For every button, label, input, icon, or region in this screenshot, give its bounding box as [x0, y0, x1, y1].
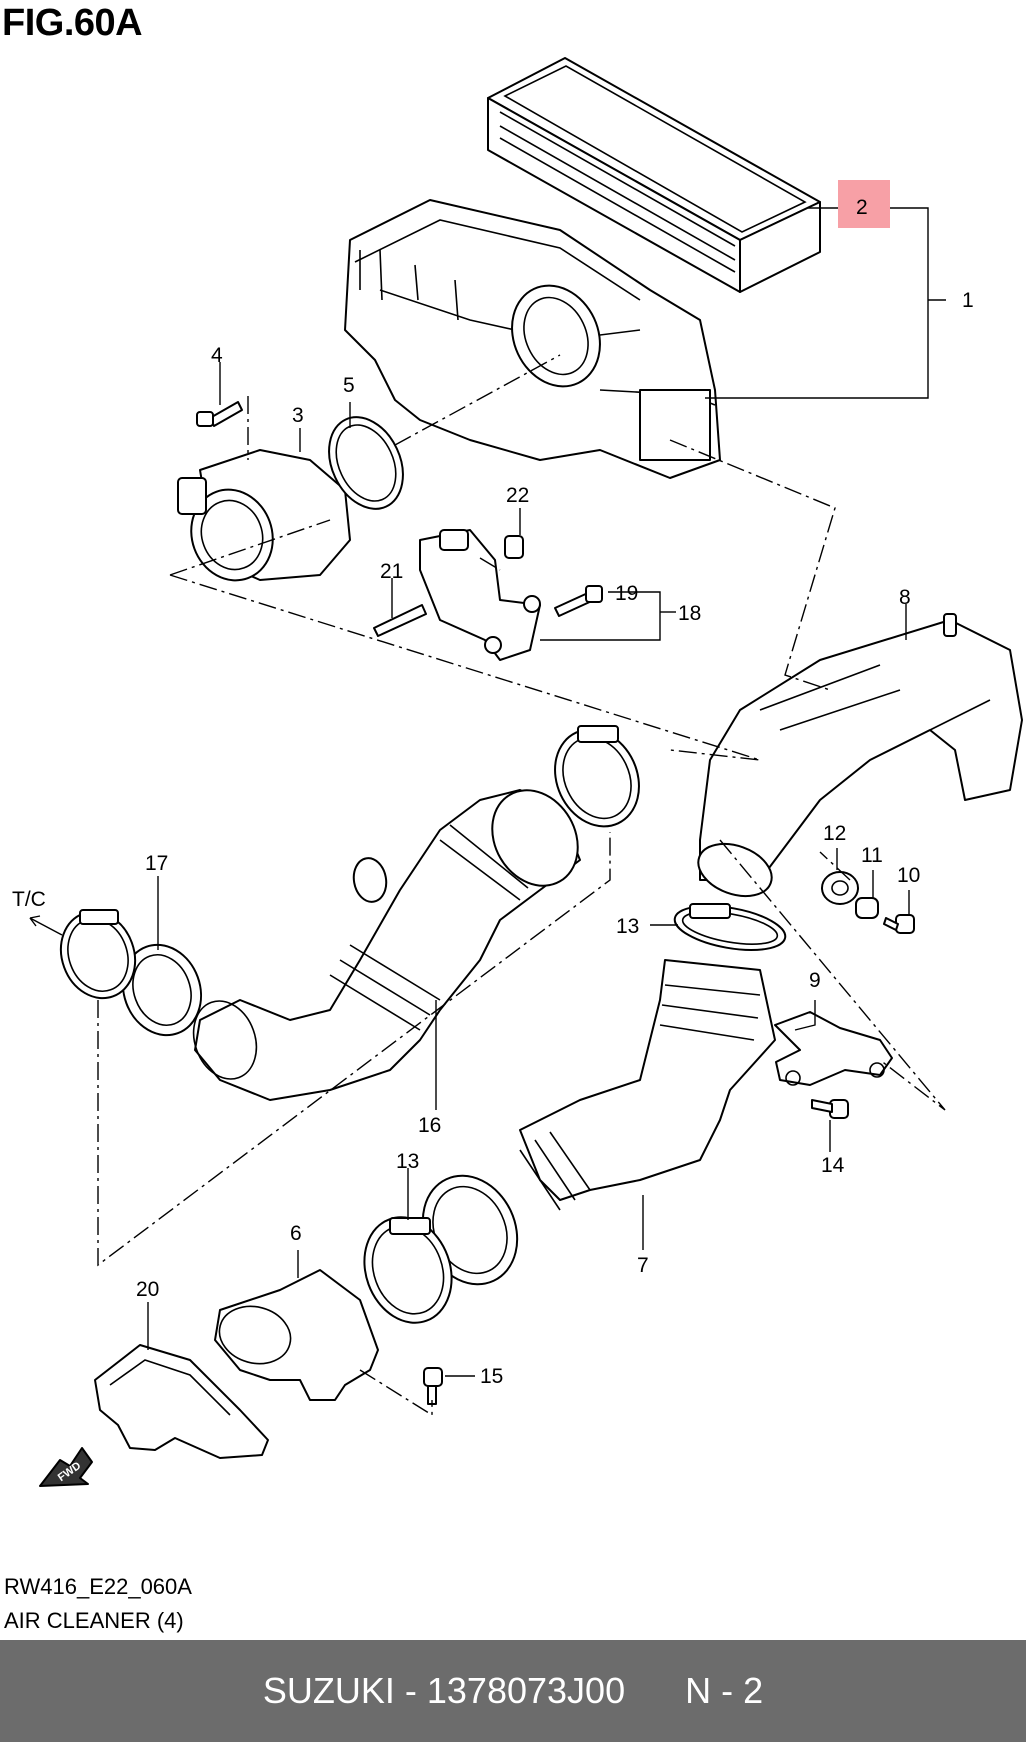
footer-bar: SUZUKI - 1378073J00 N - 2	[0, 1640, 1026, 1742]
callout-10: 10	[897, 864, 920, 887]
screw-4	[196, 401, 243, 427]
bracket-9	[774, 1011, 893, 1086]
bracket-18	[419, 529, 541, 661]
hose-clamp-13-lower	[363, 1216, 453, 1324]
figure-code: RW416_E22_060A	[4, 1574, 192, 1599]
callout-22: 22	[506, 484, 529, 507]
grommet-12	[821, 871, 859, 905]
footer-ref: N - 2	[685, 1670, 764, 1711]
hose-clamp-tc	[59, 909, 137, 1000]
hose-clamp-upper-16	[554, 725, 640, 828]
tc-arrow-icon	[29, 915, 63, 936]
intake-hose-16	[192, 789, 581, 1101]
callout-15: 15	[480, 1365, 503, 1388]
callout-13-upper: 13	[616, 915, 639, 938]
callout-11: 11	[861, 844, 883, 867]
callout-12: 12	[823, 822, 846, 845]
air-guide-20	[94, 1344, 269, 1459]
airflow-meter	[177, 449, 351, 582]
bolt-19	[554, 585, 603, 617]
callout-18: 18	[678, 602, 701, 625]
callout-19: 19	[615, 582, 638, 605]
callout-14: 14	[821, 1154, 845, 1177]
footer-part-number: 1378073J00	[426, 1670, 626, 1711]
callout-3: 3	[292, 404, 304, 427]
bolt-15	[423, 1367, 443, 1405]
nut-22	[504, 535, 524, 559]
hose-clamp-13-upper	[673, 903, 787, 951]
callout-2-highlight	[838, 180, 890, 228]
figure-title: FIG.60A	[2, 2, 143, 44]
fwd-arrow-icon	[39, 1447, 93, 1487]
stud-21	[373, 604, 427, 637]
callout-6: 6	[290, 1222, 302, 1245]
callout-21: 21	[380, 560, 403, 583]
callout-17: 17	[145, 852, 168, 875]
intake-duct-6	[214, 1269, 379, 1401]
callout-8: 8	[899, 586, 911, 609]
callout-4: 4	[211, 344, 223, 367]
air-filter-element	[487, 57, 821, 293]
callout-5: 5	[343, 374, 355, 397]
callout-9: 9	[809, 969, 821, 992]
callout-2: 2	[856, 196, 868, 219]
o-ring-5	[328, 416, 404, 510]
air-cleaner-case	[344, 199, 721, 479]
callout-16: 16	[418, 1114, 441, 1137]
tc-label: T/C	[12, 888, 46, 911]
figure-name: AIR CLEANER (4)	[4, 1608, 184, 1633]
seal-ring-17	[121, 943, 203, 1037]
collar-11	[855, 897, 879, 919]
bolt-10	[883, 914, 915, 934]
footer-text: SUZUKI - 1378073J00 N - 2	[262, 1670, 764, 1711]
intake-hose-7	[421, 959, 776, 1286]
callout-13-lower: 13	[396, 1150, 419, 1173]
intake-duct-8	[697, 613, 1023, 898]
bolt-14	[811, 1099, 849, 1119]
callout-20: 20	[136, 1278, 159, 1301]
callout-1: 1	[962, 289, 974, 312]
footer-brand: SUZUKI	[262, 1670, 395, 1711]
callout-7: 7	[637, 1254, 649, 1277]
